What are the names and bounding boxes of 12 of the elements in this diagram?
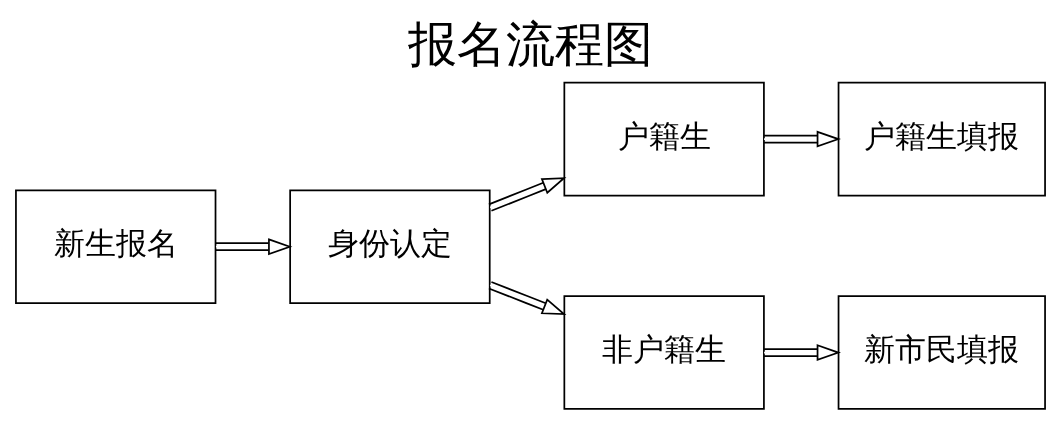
node-box: 新市民填报 xyxy=(837,295,1046,410)
node-box: 户籍生填报 xyxy=(837,81,1046,197)
node-box: 非户籍生 xyxy=(563,295,765,410)
diagram-title: 报名流程图 xyxy=(408,15,653,72)
arrow xyxy=(763,344,841,362)
node-box: 户籍生 xyxy=(563,81,765,197)
arrow xyxy=(488,177,567,212)
node-box: 新生报名 xyxy=(15,189,217,304)
arrow xyxy=(215,238,293,256)
node-box: 身份认定 xyxy=(289,189,491,304)
arrow xyxy=(488,281,567,316)
arrow xyxy=(763,130,841,148)
